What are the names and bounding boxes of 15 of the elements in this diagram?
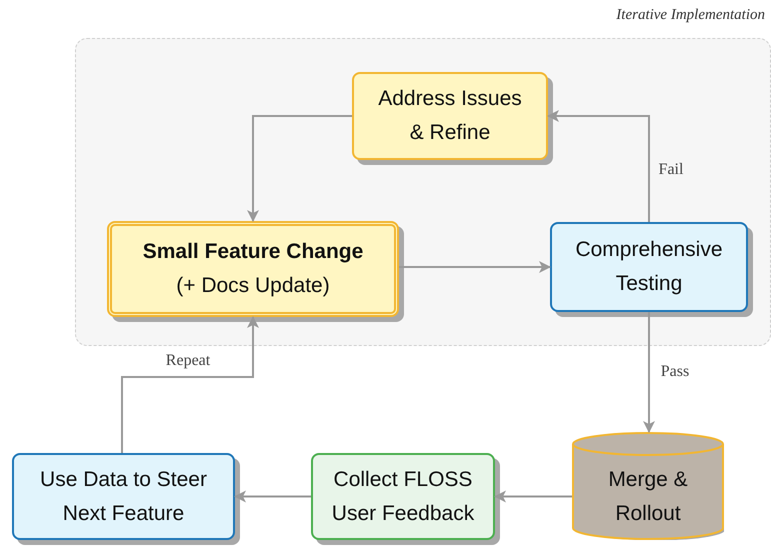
box-heading: Small Feature Change xyxy=(142,239,364,266)
box-label: Comprehensive Testing xyxy=(574,237,724,297)
group-title: Iterative Implementation xyxy=(616,6,765,25)
box-label: Address Issues & Refine xyxy=(377,86,523,146)
arrow xyxy=(643,311,655,433)
box-label: (+ Docs Update) xyxy=(176,273,330,299)
arrow xyxy=(547,110,650,222)
arrow xyxy=(494,490,572,502)
box-label: Use Data to Steer Next Feature xyxy=(39,466,208,526)
arrow xyxy=(234,490,311,502)
arrow xyxy=(121,316,259,453)
box-label: Collect FLOSS User Feedback xyxy=(330,466,476,526)
arrow xyxy=(247,115,352,222)
box-label: Merge & Rollout xyxy=(607,467,689,527)
arrow xyxy=(399,261,551,273)
